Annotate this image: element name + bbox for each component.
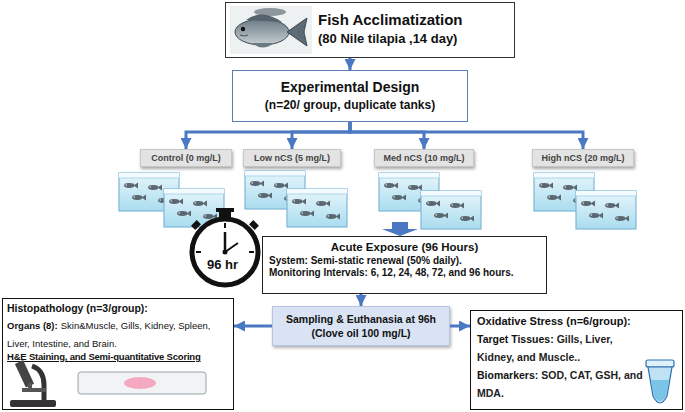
block-arrow (382, 222, 418, 236)
microscope-icon (10, 360, 56, 407)
node-text: Biomarkers: (477, 369, 538, 383)
timer-label: 96 hr (207, 257, 238, 272)
result-box: Oxidative Stress (n=6/group): Target Tiss… (470, 310, 683, 410)
flow-arrow (186, 122, 350, 149)
node-text: Target Tissues: (477, 333, 554, 345)
node-heading: Med nCS (10 mg/L) (377, 150, 471, 166)
node-heading: Acute Exposure (96 Hours) (269, 240, 540, 255)
flow-arrow (350, 122, 583, 149)
process-box: Acute Exposure (96 Hours)System: Semi-st… (262, 236, 547, 294)
node-text: Monitoring Intervals: 6, 12, 24, 48, 72,… (269, 267, 540, 279)
stopwatch-icon (191, 208, 259, 285)
node-text: System: Semi-static renewal (50% daily). (269, 255, 540, 267)
node-text: (n=20/ group, duplicate tanks) (237, 97, 463, 114)
node-heading: Fish Acclimatization (318, 10, 510, 30)
result-box: Histopathology (n=3/group):Organs (8):Sk… (2, 298, 234, 410)
flow-arrow (292, 122, 350, 149)
group-box: High nCS (20 mg/L) (532, 149, 634, 167)
node-text: H&E Staining, and Semi-quantitative Scor… (7, 351, 229, 363)
process-box: Sampling & Euthanasia at 96h(Clove oil 1… (272, 306, 450, 346)
node-text: Organs (8): (7, 320, 58, 331)
node-heading: Histopathology (n=3/group): (7, 302, 229, 315)
node-heading: Experimental Design (237, 78, 463, 97)
glass-slide (78, 372, 206, 394)
node-heading: Sampling & Euthanasia at 96h (276, 312, 446, 326)
node-heading: Low nCS (5 mg/L) (246, 150, 338, 166)
node-text: (Clove oil 100 mg/L) (276, 326, 446, 340)
group-box: Med nCS (10 mg/L) (374, 149, 474, 167)
node-heading: Oxidative Stress (n=6/group): (477, 315, 644, 329)
group-box: Low nCS (5 mg/L) (243, 149, 341, 167)
tilapia-illustration (230, 6, 312, 54)
node-text: (80 Nile tilapia ,14 day) (318, 30, 510, 48)
group-box: Control (0 mg/L) (140, 149, 232, 167)
node-heading: High nCS (20 mg/L) (535, 150, 631, 166)
flow-arrow (234, 325, 272, 328)
flow-arrow (349, 58, 352, 70)
flow-arrow (350, 122, 424, 149)
process-box: Experimental Design(n=20/ group, duplica… (232, 70, 468, 122)
process-box: Fish Acclimatization(80 Nile tilapia ,14… (225, 2, 515, 58)
node-heading: Control (0 mg/L) (143, 150, 229, 166)
flow-arrow (450, 325, 470, 328)
tank-illustrations (119, 171, 636, 229)
sample-tube-icon (646, 360, 674, 403)
flow-arrow (360, 294, 363, 306)
